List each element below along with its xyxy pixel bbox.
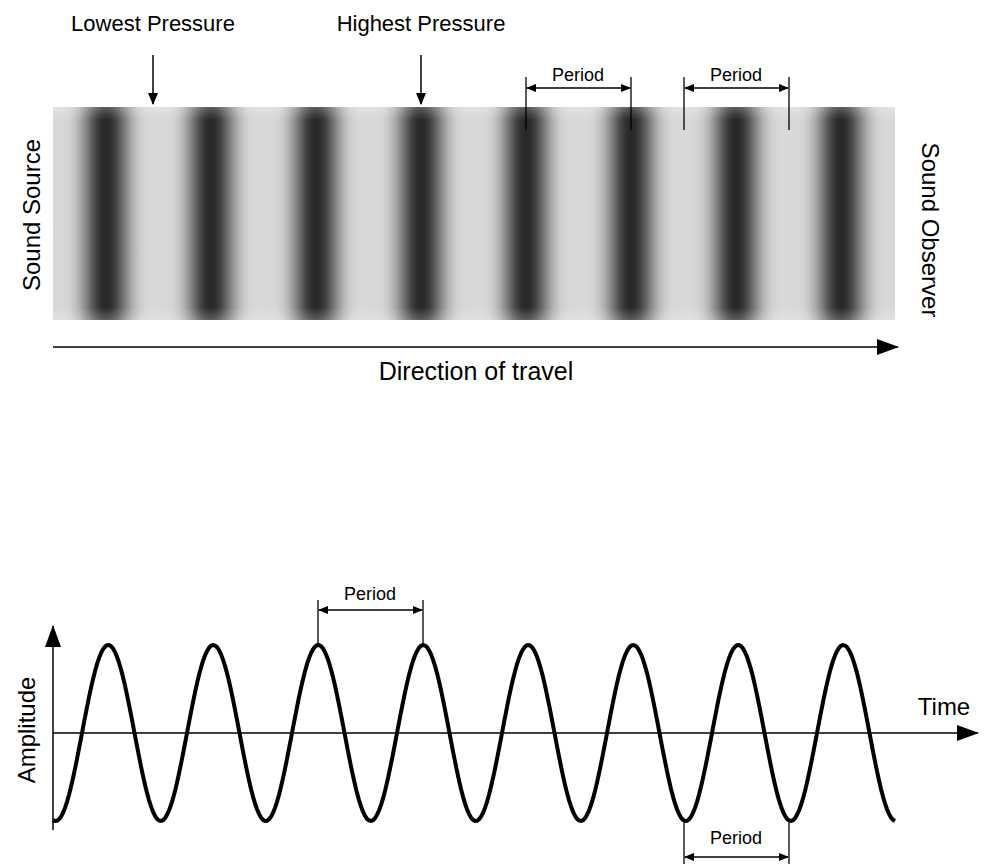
- source-label: Sound Source: [20, 139, 44, 291]
- pressure-band: [53, 107, 895, 320]
- period-bracket: [318, 600, 789, 864]
- period-label: Period: [552, 66, 604, 84]
- pointer-arrow: [420, 55, 422, 104]
- observer-label: Sound Observer: [918, 143, 942, 318]
- time-axis: [53, 732, 978, 734]
- sine-wave: [53, 645, 895, 821]
- pointer-arrow: [152, 55, 154, 104]
- direction-label: Direction of travel: [379, 359, 574, 384]
- axis-label: Amplitude: [15, 677, 39, 784]
- pressure-label: Lowest Pressure: [71, 13, 235, 35]
- period-label: Period: [710, 829, 762, 847]
- amplitude-axis: [52, 626, 54, 830]
- direction-arrow: [53, 346, 898, 348]
- period-bracket: [526, 77, 789, 130]
- axis-label: Time: [918, 695, 970, 719]
- pressure-label: Highest Pressure: [337, 13, 506, 35]
- period-label: Period: [344, 585, 396, 603]
- period-label: Period: [710, 66, 762, 84]
- band-shade: [53, 107, 895, 320]
